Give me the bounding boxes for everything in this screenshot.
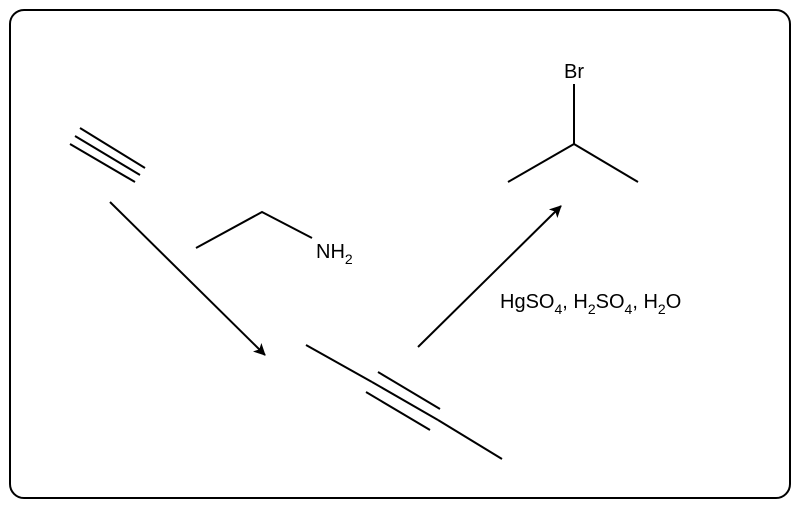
amine-label: NH2 xyxy=(316,241,353,267)
acetylene-bond-3 xyxy=(69,143,136,183)
acetylene-bond-1 xyxy=(79,127,146,169)
reaction-arrow-1 xyxy=(109,201,266,356)
bromine-label: Br xyxy=(564,61,584,83)
product-bond-left xyxy=(507,143,575,183)
butyne-single-bond-right xyxy=(437,419,503,460)
butyne-molecule xyxy=(305,344,503,460)
ethylamine-bonds xyxy=(195,210,313,249)
butyne-triple-bond-center xyxy=(371,381,439,421)
product-bond-right xyxy=(573,143,639,183)
butyne-triple-bond-upper xyxy=(377,371,441,410)
reaction-arrow-2 xyxy=(417,205,562,348)
acetylene-bond-2 xyxy=(74,135,141,176)
butyne-single-bond-left xyxy=(305,344,373,383)
scheme-frame xyxy=(9,9,791,499)
bromopropane-molecule: Br xyxy=(507,61,639,183)
ethylamine-molecule: NH2 xyxy=(195,210,353,267)
acetylene-molecule xyxy=(69,127,146,183)
butyne-triple-bond-lower xyxy=(365,391,431,431)
reagents-label: HgSO4, H2SO4, H2O xyxy=(500,291,681,317)
